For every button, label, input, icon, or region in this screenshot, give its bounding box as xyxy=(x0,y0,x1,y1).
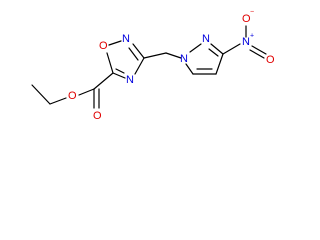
bond-carbonyl-to-ring xyxy=(93,72,114,90)
nitro-o-charge: − xyxy=(250,9,254,16)
bond-n2-c3-double-b xyxy=(208,48,219,57)
bond-c5-o1 xyxy=(106,52,114,74)
bond-n4-c5-double-a xyxy=(112,72,126,79)
atom-carbonyl-o: O xyxy=(93,110,102,122)
bond-nitro-n-o-right-a xyxy=(251,45,267,55)
atom-ring-o: O xyxy=(99,40,108,52)
bond-n1-n2 xyxy=(189,43,202,53)
atom-pyrazole-n1: N xyxy=(180,53,188,65)
bond-c3-ch2 xyxy=(143,52,167,59)
atom-nitro-o-top: O xyxy=(242,13,251,25)
atom-ring-n-bottom: N xyxy=(126,74,134,86)
bond-c3-c4 xyxy=(215,53,224,75)
bond-c3-n4 xyxy=(134,57,145,75)
bond-n2-c3-double-b xyxy=(128,47,139,61)
atom-pyrazole-n2: N xyxy=(202,33,210,45)
bond-o1-n2 xyxy=(108,40,122,46)
nitro-n-charge: + xyxy=(250,33,254,40)
bond-nitro-n-o-right-b xyxy=(249,49,265,59)
atom-ring-n-top: N xyxy=(122,33,130,45)
bond-c5-n1 xyxy=(185,63,194,75)
bond-o-carbonyl-c xyxy=(78,88,95,96)
bond-c3-nitro-n xyxy=(222,43,241,55)
bond-ethyl-ch3-ch2 xyxy=(31,84,51,105)
bond-n2-c3-double-a xyxy=(132,43,145,59)
bond-n2-c3-double-a xyxy=(210,43,224,55)
bond-n4-c5-double-b xyxy=(115,68,125,74)
atom-ester-o: O xyxy=(68,90,77,102)
atom-nitro-n: N xyxy=(242,36,250,48)
bond-ch2-pyrazole-n1 xyxy=(165,52,182,59)
bond-ethyl-ch2-o xyxy=(49,97,67,105)
atom-nitro-o-right: O xyxy=(266,54,275,66)
molecule-structure: O O O N N N N N + O − O xyxy=(31,9,275,122)
